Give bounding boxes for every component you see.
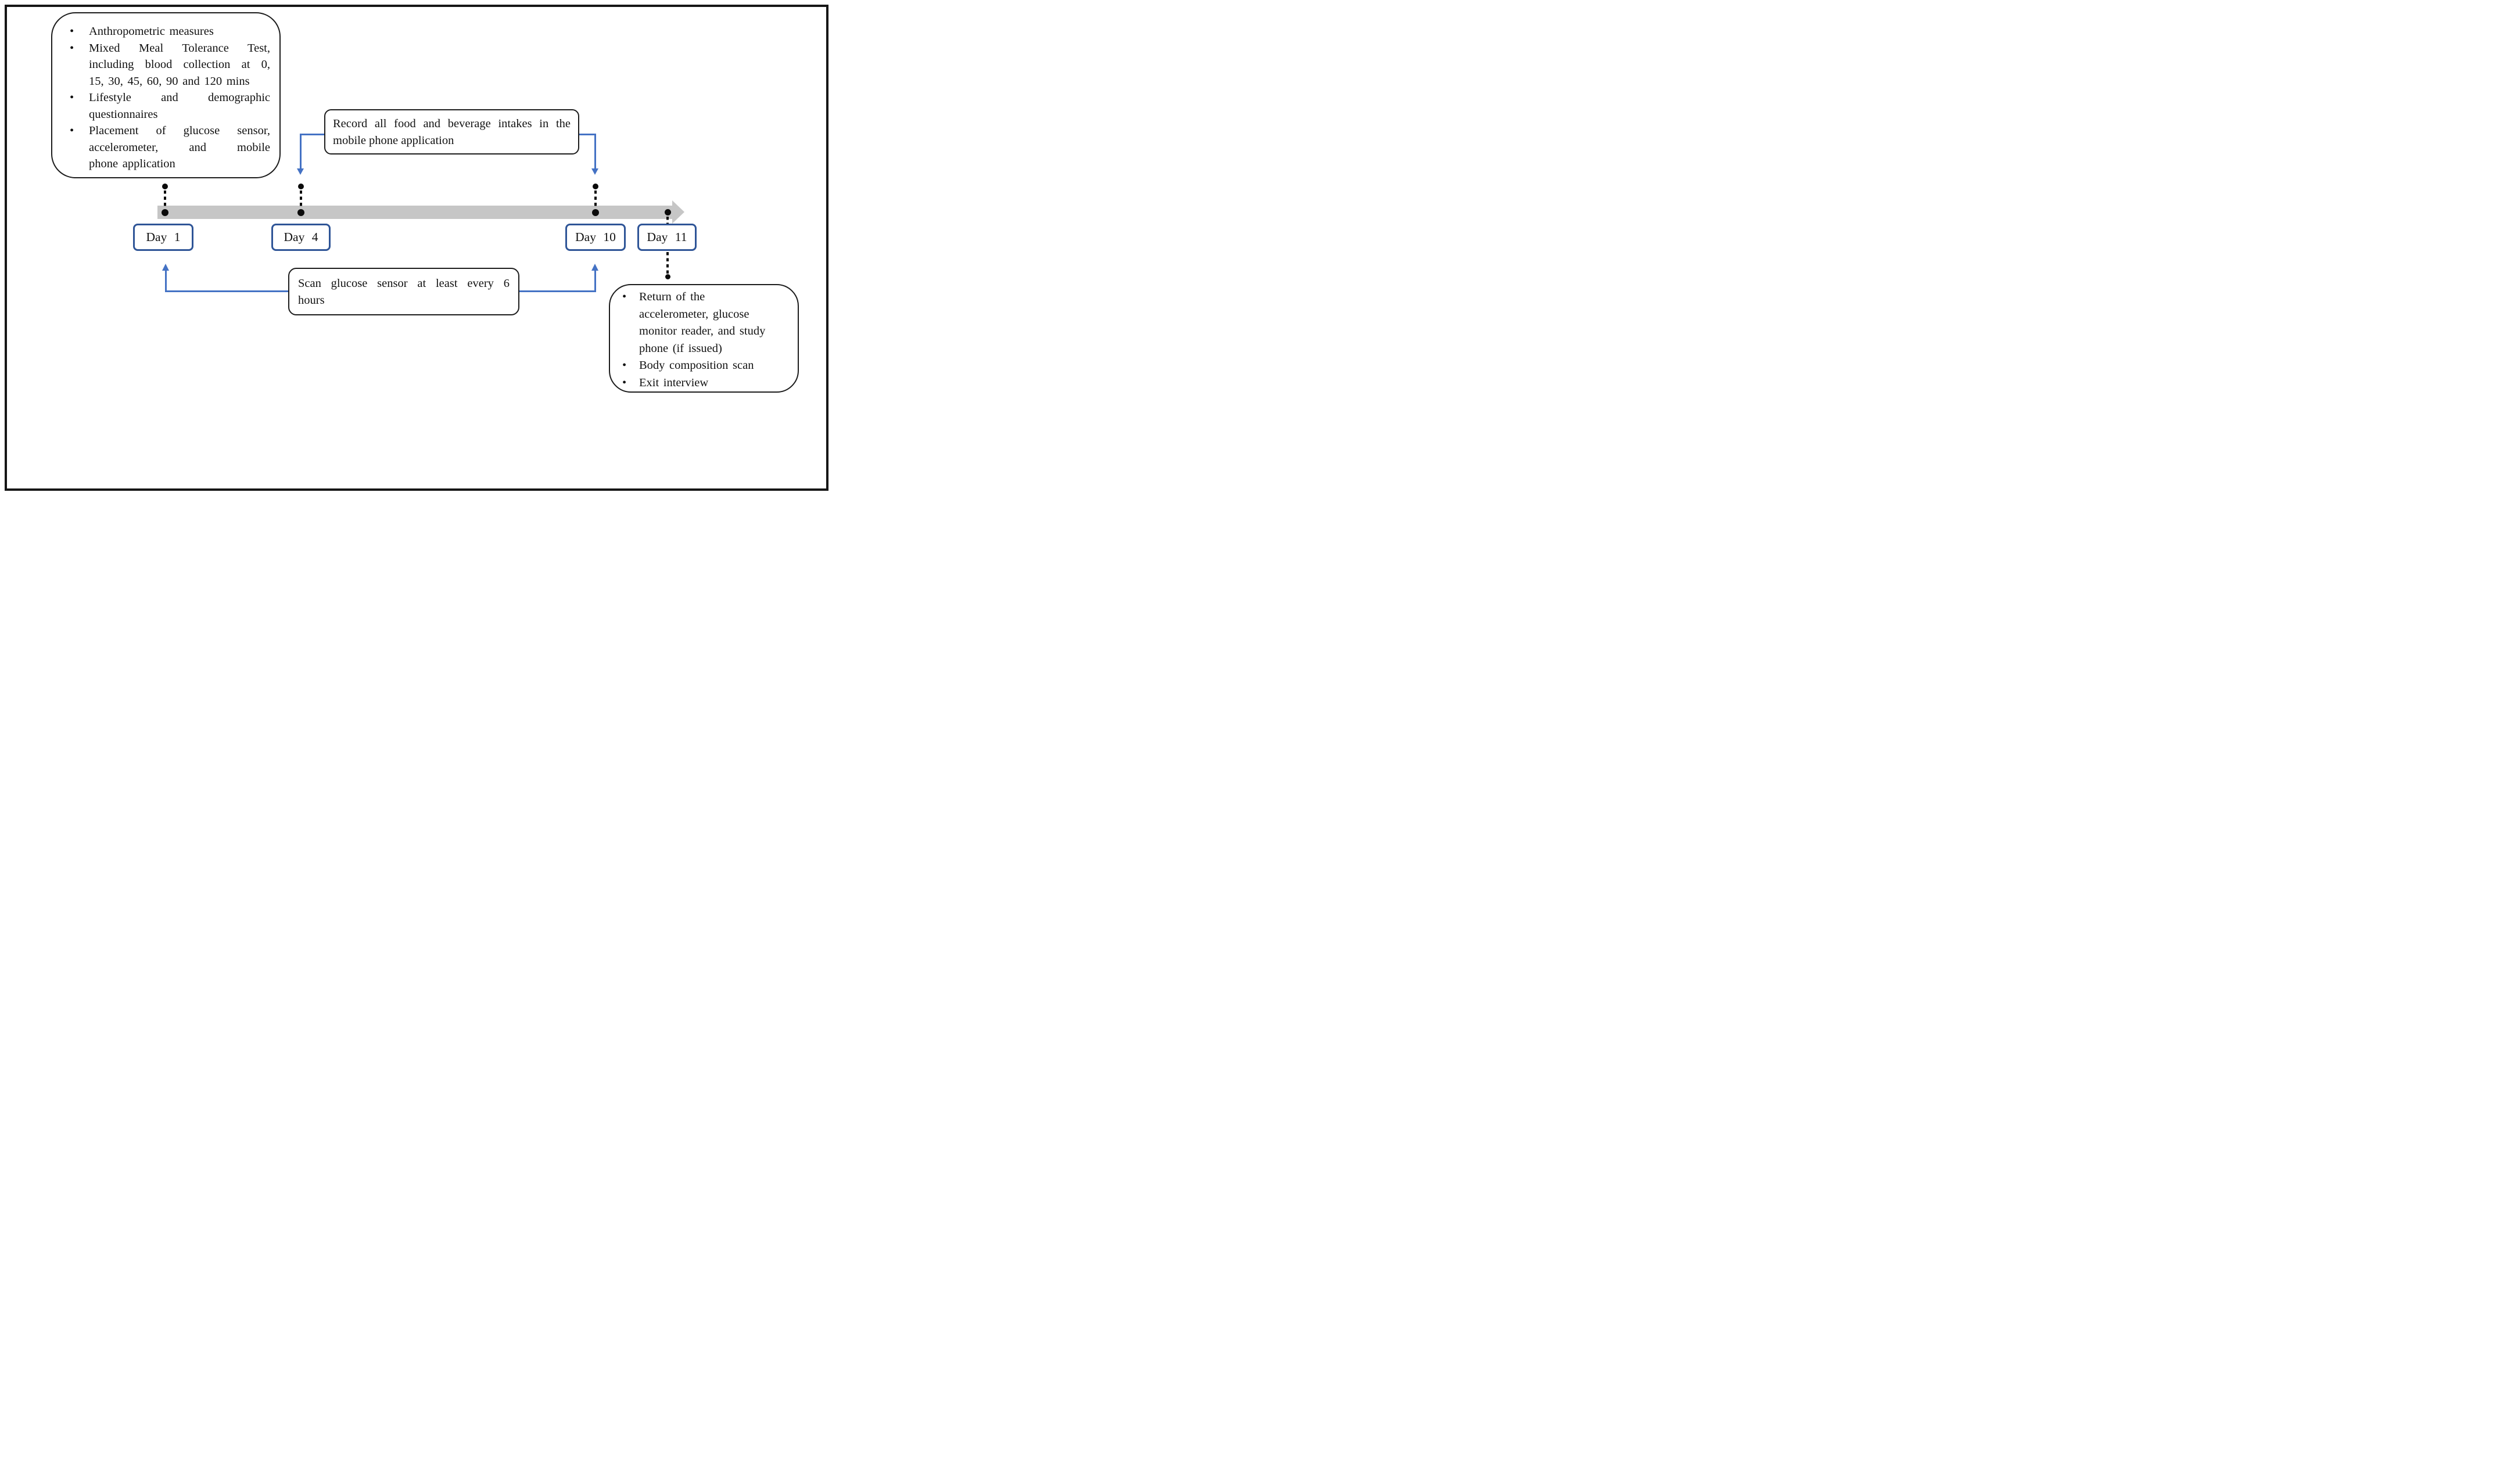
scan-left-arrowhead-icon bbox=[162, 264, 169, 271]
day11-timeline-dot bbox=[664, 209, 671, 215]
bullet-item: Body composition scan bbox=[622, 357, 790, 375]
record-right-arrowhead-icon bbox=[591, 168, 598, 175]
day-11-box: Day 11 bbox=[637, 224, 697, 251]
text-line: accelerometer, and mobile bbox=[89, 141, 270, 154]
text-line: Placement of glucose sensor, bbox=[89, 124, 270, 137]
day11-dropline-dashes-upper bbox=[666, 217, 669, 224]
day11-dropline-dashes-lower bbox=[666, 252, 669, 274]
text-line: questionnaires bbox=[89, 107, 158, 121]
text-line: Record all food and beverage intakes in … bbox=[333, 117, 571, 130]
bullet-item: Anthropometric measures bbox=[70, 23, 270, 40]
bullet-item: Lifestyle and demographic questionnaires bbox=[70, 89, 270, 123]
bullet-item: Return of the accelerometer, glucose monit… bbox=[622, 289, 790, 357]
text-line: Mixed Meal Tolerance Test, bbox=[89, 41, 270, 55]
scan-left-connector-horizontal bbox=[164, 290, 288, 292]
day10-timeline-dot bbox=[592, 209, 599, 216]
day10-dropline-dashes bbox=[594, 191, 597, 209]
text-line: hours bbox=[298, 294, 325, 307]
day-10-box: Day 10 bbox=[565, 224, 626, 251]
record-right-connector-vertical bbox=[594, 133, 596, 168]
text-line: Lifestyle and demographic bbox=[89, 91, 270, 104]
day10-dropline-top-dot bbox=[593, 184, 598, 189]
scan-sensor-text: Scan glucose sensor at least every 6 hour… bbox=[298, 275, 510, 309]
text-line: Scan glucose sensor at least every 6 bbox=[298, 277, 510, 290]
bullet-item: Mixed Meal Tolerance Test, including bloo… bbox=[70, 40, 270, 90]
day-11-label: Day 11 bbox=[647, 230, 687, 244]
text-line: including blood collection at 0, bbox=[89, 58, 270, 71]
text-line: phone application bbox=[89, 157, 175, 170]
record-intakes-callout: Record all food and beverage intakes in … bbox=[324, 109, 579, 154]
text-line: phone (if issued) bbox=[639, 342, 722, 355]
text-line: accelerometer, glucose bbox=[639, 307, 749, 321]
day-4-box: Day 4 bbox=[271, 224, 331, 251]
bullet-item: Placement of glucose sensor, acceleromete… bbox=[70, 123, 270, 173]
text-line: 15, 30, 45, 60, 90 and 120 mins bbox=[89, 74, 250, 88]
day-4-label: Day 4 bbox=[284, 230, 318, 244]
record-intakes-text: Record all food and beverage intakes in … bbox=[333, 116, 571, 149]
day11-activities-callout: Return of the accelerometer, glucose monit… bbox=[609, 284, 799, 393]
day1-dropline-top-dot bbox=[162, 184, 168, 189]
text-line: Anthropometric measures bbox=[89, 25, 214, 38]
scan-right-arrowhead-icon bbox=[591, 264, 598, 271]
day1-activities-callout: Anthropometric measuresMixed Meal Tolera… bbox=[51, 12, 281, 178]
scan-right-connector-horizontal bbox=[519, 290, 596, 292]
text-line: Return of the bbox=[639, 290, 705, 303]
day-1-label: Day 1 bbox=[146, 230, 181, 244]
day-1-box: Day 1 bbox=[133, 224, 193, 251]
record-left-arrowhead-icon bbox=[296, 168, 304, 175]
day1-timeline-dot bbox=[162, 209, 168, 216]
text-line: Exit interview bbox=[639, 376, 709, 389]
timeline-bar bbox=[157, 206, 672, 219]
timeline-arrowhead-icon bbox=[672, 200, 684, 224]
record-left-connector-horizontal bbox=[300, 133, 324, 135]
day11-activities-list: Return of the accelerometer, glucose monit… bbox=[622, 289, 790, 392]
day11-dropline-bottom-dot bbox=[665, 274, 670, 279]
day1-dropline-dashes bbox=[164, 191, 166, 209]
text-line: Body composition scan bbox=[639, 359, 754, 372]
text-line: mobile phone application bbox=[333, 134, 454, 147]
text-line: monitor reader, and study bbox=[639, 325, 766, 337]
day4-dropline-top-dot bbox=[298, 184, 304, 189]
day4-dropline-dashes bbox=[300, 191, 302, 209]
scan-right-connector-vertical bbox=[594, 271, 596, 291]
day1-activities-list: Anthropometric measuresMixed Meal Tolera… bbox=[70, 23, 270, 173]
record-left-connector-vertical bbox=[299, 133, 302, 168]
study-timeline-figure: Anthropometric measuresMixed Meal Tolera… bbox=[0, 0, 833, 495]
figure-border bbox=[5, 5, 828, 491]
scan-sensor-callout: Scan glucose sensor at least every 6 hour… bbox=[288, 268, 519, 315]
record-right-connector-horizontal bbox=[579, 133, 595, 135]
day4-timeline-dot bbox=[297, 209, 304, 216]
bullet-item: Exit interview bbox=[622, 375, 790, 392]
day-10-label: Day 10 bbox=[575, 230, 616, 244]
scan-left-connector-vertical bbox=[164, 271, 167, 291]
